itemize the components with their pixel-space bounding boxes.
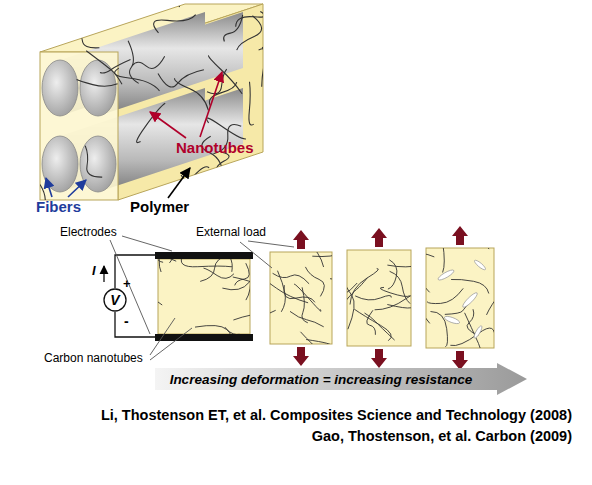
callout-label: Carbon nanotubes [44, 352, 143, 366]
nanotube [426, 296, 430, 323]
nanotube [225, 327, 250, 334]
nanotube [450, 328, 494, 346]
nanotube [63, 0, 78, 19]
callout-label: External load [196, 226, 266, 240]
nanotube [347, 283, 357, 306]
nanotube [222, 277, 250, 290]
nanotube [201, 180, 220, 198]
nanotube [86, 51, 122, 84]
circuit-wire [104, 255, 155, 337]
nanotube [85, 146, 102, 177]
nanotube [220, 173, 244, 195]
nanotube [204, 268, 234, 278]
nanotube [262, 47, 300, 75]
nanotube [380, 287, 410, 296]
nanotube [355, 296, 391, 300]
nanotube [468, 248, 489, 249]
nanotube [330, 279, 332, 304]
nanotube [182, 167, 209, 186]
nanotube [388, 260, 397, 289]
nanotube [487, 281, 495, 315]
electrode [155, 334, 253, 341]
nanotube [273, 273, 310, 284]
nanotube [137, 103, 166, 142]
nanotube [426, 267, 430, 292]
nanotube [199, 176, 202, 202]
nanotube [132, 56, 165, 68]
callout-label: Electrodes [60, 226, 117, 240]
electrode [155, 252, 253, 259]
nanotube [365, 313, 395, 340]
crack-marks [437, 259, 487, 339]
nanotube [312, 252, 332, 257]
nanotube [203, 175, 250, 191]
nanotube [212, 189, 225, 227]
current-label: I [92, 264, 96, 279]
nanotube [174, 78, 208, 110]
nanotube [181, 259, 232, 267]
nanotube [347, 288, 354, 329]
nanotube [120, 0, 155, 20]
reference-text: Gao, Thostenson, et al. Carbon (2009) [312, 428, 572, 445]
nanotube [259, 49, 267, 87]
nanotube [128, 41, 139, 84]
nanotube [151, 0, 175, 10]
deformation-arrow: Increasing deformation = increasing resi… [155, 363, 527, 395]
nanotube [387, 252, 411, 267]
callout-label: Fibers [36, 198, 81, 215]
callout-label: Polymer [130, 198, 189, 215]
nanotube [195, 180, 207, 203]
nanotube [57, 4, 61, 43]
meter-symbol: V [110, 292, 119, 308]
nanotube [233, 314, 250, 320]
band-caption: Increasing deformation = increasing resi… [170, 372, 473, 387]
nanotube [200, 259, 229, 281]
nanotube [306, 340, 332, 345]
nanotube [158, 259, 176, 261]
nanotube [115, 68, 160, 91]
nanotube [77, 80, 118, 87]
nanotube [236, 12, 265, 27]
nanotube [299, 252, 324, 267]
nanotube [451, 279, 489, 293]
nanotube [436, 248, 445, 273]
nanotube [207, 118, 246, 139]
nanotube [70, 27, 100, 47]
callout-label: Nanotubes [176, 139, 254, 156]
nanotube [158, 70, 204, 87]
nanotube [249, 82, 254, 125]
nanotube [135, 0, 179, 7]
nanotube [209, 56, 242, 94]
nanotube [237, 16, 262, 50]
composite-block [40, 0, 300, 228]
nanotube [159, 259, 169, 272]
load-arrows [293, 226, 468, 370]
leader-lines [46, 72, 222, 198]
nanotube [154, 15, 196, 33]
polarity-sign: + [123, 277, 131, 292]
nanotube [354, 309, 391, 341]
polarity-sign: - [124, 313, 129, 329]
nanotube [227, 259, 232, 272]
nanotube [195, 325, 240, 334]
nanotube [235, 263, 250, 285]
nanotube [305, 267, 324, 297]
nanotube [158, 284, 162, 305]
nanotube [367, 310, 376, 335]
reference-text: Li, Thostenson ET, et al. Composites Sci… [101, 407, 572, 424]
nanotube [426, 254, 434, 259]
nanotube [170, 259, 188, 263]
voltmeter-circle: V [103, 288, 127, 312]
sensor-panels [133, 199, 509, 372]
nanotube [284, 285, 315, 302]
fiber-bundle [60, 12, 243, 192]
nanotube-network [40, 0, 300, 228]
nanotube [290, 311, 324, 326]
nanotube [270, 310, 276, 324]
nanotube [427, 288, 463, 303]
nanotube [390, 271, 411, 303]
nanotube [209, 82, 236, 106]
leader-lines [110, 236, 294, 360]
